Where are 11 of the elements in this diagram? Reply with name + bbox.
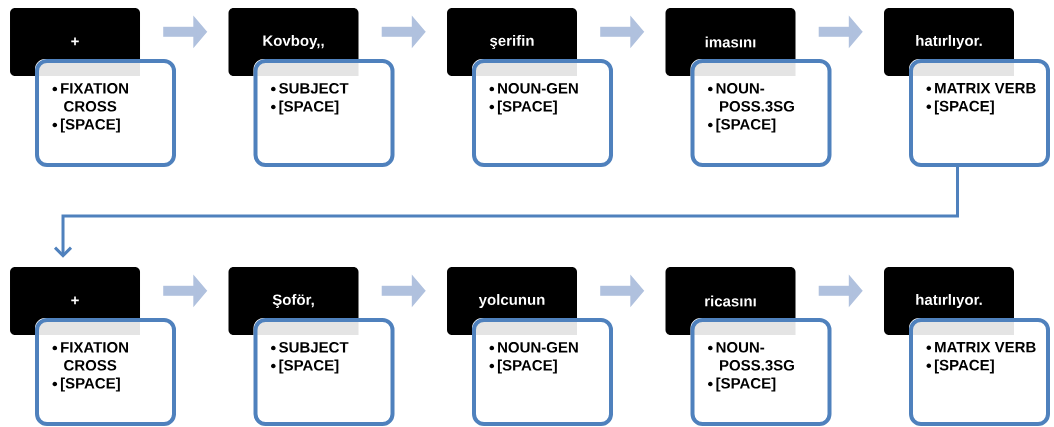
bullet-box: FIXATION CROSS [SPACE] <box>35 59 176 167</box>
bullet-box: SUBJECT [SPACE] <box>253 59 395 167</box>
bullet-box: NOUN-GEN [SPACE] <box>472 59 613 167</box>
bullet-box: FIXATION CROSS [SPACE] <box>35 318 176 426</box>
bullet-box: SUBJECT [SPACE] <box>253 318 395 426</box>
bullet-box: NOUN-POSS.3SG [SPACE] <box>690 318 832 426</box>
elbow-arrow <box>53 167 959 258</box>
bullet-box: MATRIX VERB [SPACE] <box>909 318 1050 426</box>
bullet-box: MATRIX VERB [SPACE] <box>909 59 1050 167</box>
bullet-box: NOUN-POSS.3SG [SPACE] <box>690 59 832 167</box>
bullet-box: NOUN-GEN [SPACE] <box>472 318 613 426</box>
